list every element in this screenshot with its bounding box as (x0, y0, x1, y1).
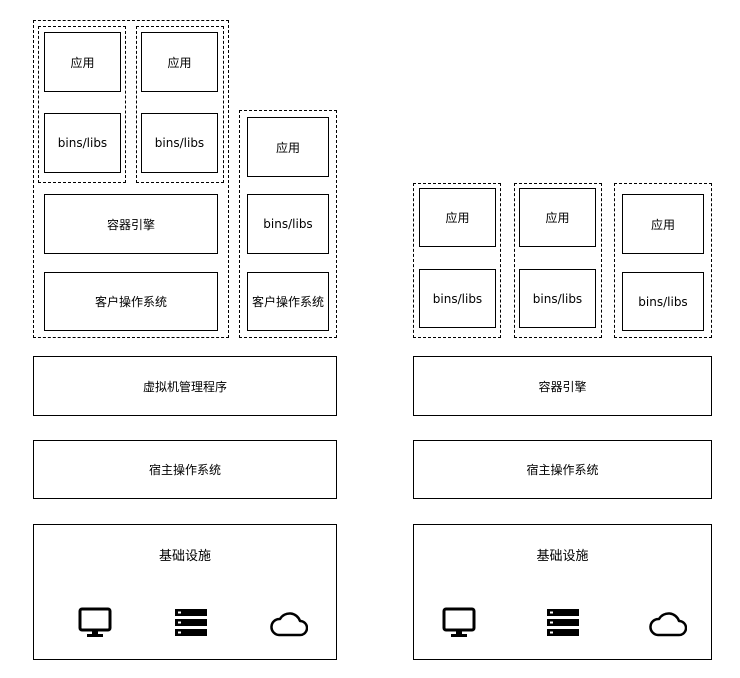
vm-1-container-engine: 容器引擎 (44, 194, 218, 254)
hypervisor: 虚拟机管理程序 (33, 356, 337, 416)
vm-1-container-b-boundary (136, 26, 224, 183)
monitor-icon (78, 607, 112, 639)
container-1-bins: bins/libs (419, 269, 496, 328)
vm-2-boundary (239, 110, 337, 338)
container-1-app: 应用 (419, 188, 496, 247)
monitor-icon (442, 607, 476, 639)
cloud-icon (649, 611, 687, 637)
vm-1-bins-b: bins/libs (141, 113, 218, 173)
vm-2-guest-os: 客户操作系统 (247, 272, 329, 331)
vm-1-container-a-boundary (38, 26, 126, 183)
container-infrastructure-label: 基础设施 (536, 549, 589, 564)
container-2-app: 应用 (519, 188, 596, 247)
container-2-bins: bins/libs (519, 269, 596, 328)
vm-1-guest-os: 客户操作系统 (44, 272, 218, 331)
vm-infrastructure: 基础设施 (33, 524, 337, 660)
vm-1-bins-a: bins/libs (44, 113, 121, 173)
vm-2-app: 应用 (247, 117, 329, 177)
container-3-bins: bins/libs (622, 272, 704, 331)
vm-1-boundary (33, 20, 229, 338)
vm-1-app-b: 应用 (141, 32, 218, 92)
container-2-boundary (514, 183, 602, 338)
server-icon (175, 609, 207, 636)
vm-host-os: 宿主操作系统 (33, 440, 337, 499)
cloud-icon (270, 611, 308, 637)
container-host-os: 宿主操作系统 (413, 440, 712, 499)
container-infrastructure: 基础设施 (413, 524, 712, 660)
vm-1-app-a: 应用 (44, 32, 121, 92)
container-engine: 容器引擎 (413, 356, 712, 416)
server-icon (547, 609, 579, 636)
container-1-boundary (413, 183, 501, 338)
vm-infrastructure-label: 基础设施 (158, 549, 211, 564)
container-3-boundary (614, 183, 712, 338)
container-3-app: 应用 (622, 194, 704, 254)
vm-2-bins: bins/libs (247, 194, 329, 254)
